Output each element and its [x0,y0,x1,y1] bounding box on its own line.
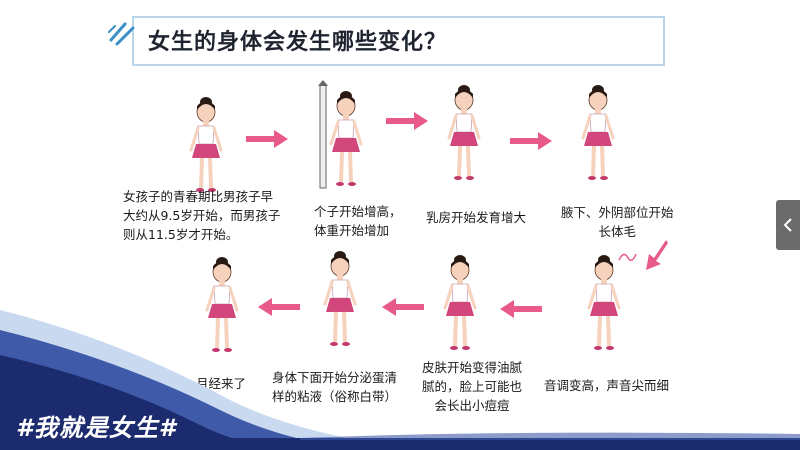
height-ruler-icon [318,80,328,189]
arrow-down-left [646,240,668,270]
arrow-right-3 [510,132,552,150]
arrow-right-2 [386,112,428,130]
chevron-left-icon [783,218,792,232]
caption-6: 皮肤开始变得油腻 腻的，脸上可能也 会长出小痘痘 [422,360,523,413]
girl-figure-2 [329,89,363,188]
caption-5: 音调变高，声音尖而细 [544,378,670,393]
caption-2: 个子开始增高， 体重开始增加 [314,204,402,238]
bottom-wave-decoration [0,310,800,450]
caption-3: 乳房开始发育增大 [426,210,527,225]
caption-4: 腋下、外阴部位开始 长体毛 [561,205,674,239]
arrow-right-1 [246,130,288,148]
side-panel-toggle[interactable] [776,200,800,250]
title-box [132,16,665,66]
caption-7: 身体下面开始分泌蛋清 样的粘液（俗称白带） [272,370,398,404]
girl-figure-1 [189,95,223,194]
music-note-icon [618,253,637,261]
girl-figure-3 [447,83,481,182]
caption-1: 女孩子的青春期比男孩子早 大约从9.5岁开始，而男孩子 则从11.5岁才开始。 [123,189,281,242]
sparkle-icon [108,22,135,46]
girl-figure-4 [581,83,615,182]
slogan-text: #我就是女生# [16,414,177,442]
caption-8: 月经来了 [196,376,247,391]
page-title: 女生的身体会发生哪些变化？ [148,30,448,55]
